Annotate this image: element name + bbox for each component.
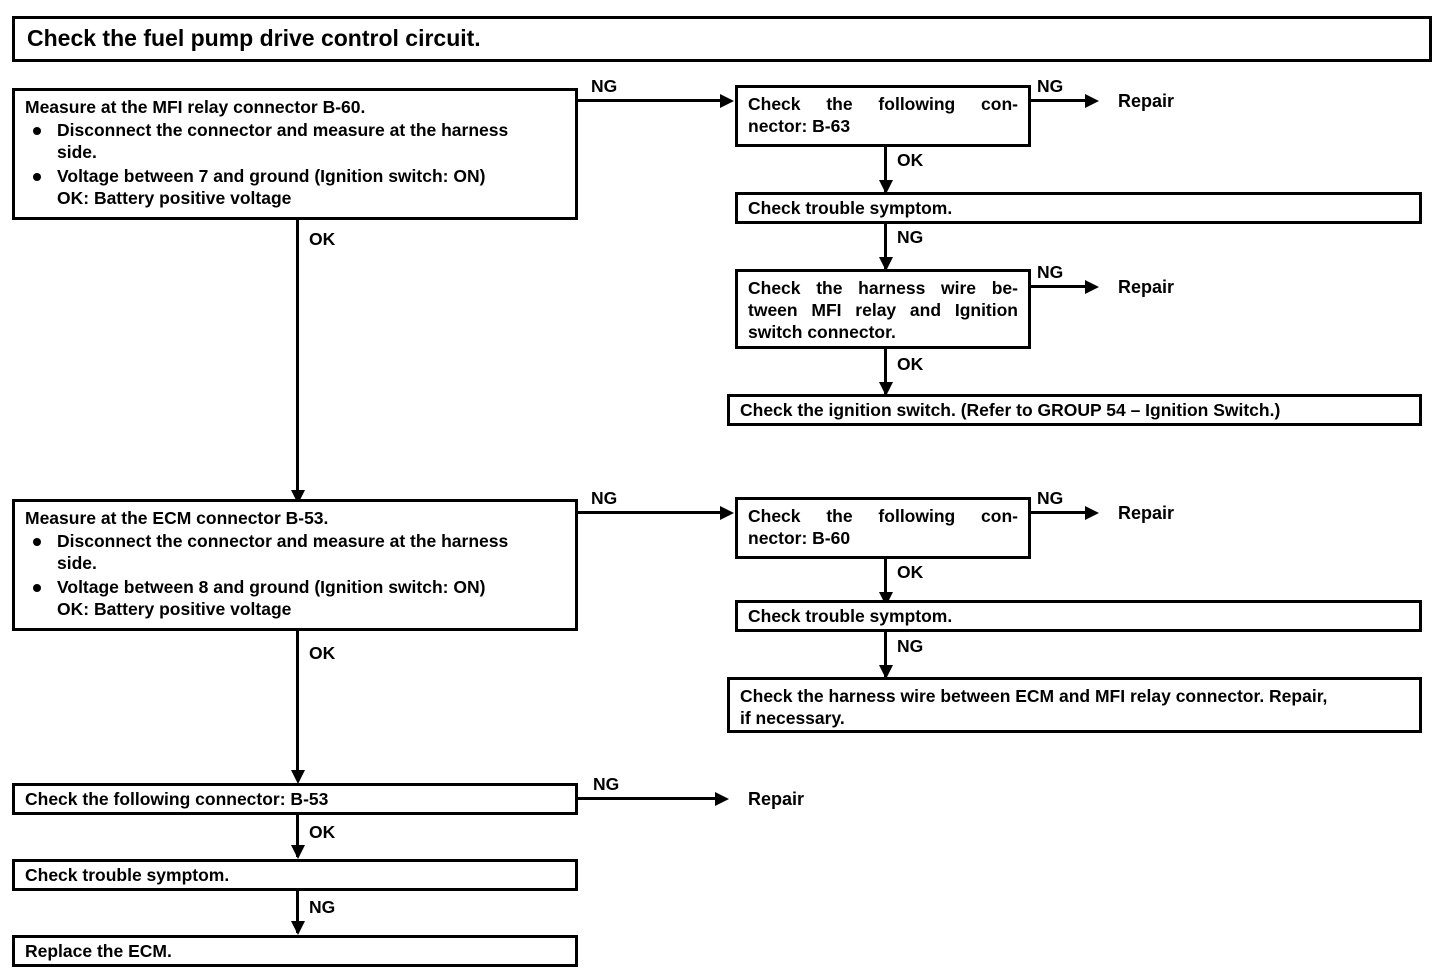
arrowhead-b63-to-repair [1085,93,1099,108]
arrowhead-b63-to-symptom1 [878,180,893,194]
check-connector-b63-line-1: Check the following con- [748,94,1018,114]
bullet-dot-icon [33,127,41,136]
measure-ecm-bullet-2-ok: OK: Battery positive voltage [57,598,292,619]
replace-ecm-text: Replace the ECM. [25,940,172,961]
edge-label-ng-mfi-to-b63: NG [591,76,618,96]
edge-line-symptom3-to-replace [296,891,299,933]
measure-mfi-bullet-1-line-2: side. [57,142,97,163]
edge-label-ok-mfi-to-ecm: OK [309,229,336,249]
check-connector-b53-text: Check the following connector: B-53 [25,788,329,809]
edge-label-ng-b63-to-repair: NG [1037,76,1064,96]
edge-line-b60-to-symptom2 [884,559,887,604]
measure-ecm-heading: Measure at the ECM connector B-53. [25,508,329,528]
edge-label-ok-harness-to-ignition: OK [897,354,924,374]
arrowhead-ecm-to-b60 [720,505,734,520]
arrowhead-b53conn-to-symptom3 [290,845,305,859]
check-connector-b60-line-2: nector: B-60 [748,528,851,549]
edge-line-ecm-to-b60 [578,511,723,514]
node-check-trouble-symptom-2: Check trouble symptom. [735,600,1422,632]
edge-line-mfi-to-ecm [296,220,299,492]
node-check-connector-b53: Check the following connector: B-53 [12,783,578,815]
node-measure-mfi-relay: Measure at the MFI relay connector B-60.… [12,88,578,220]
edge-line-harness-to-repair [1031,285,1093,288]
bullet-dot-icon [33,172,41,181]
terminal-repair-3: Repair [1118,503,1175,523]
edge-label-ok-b53conn-to-symptom3: OK [309,822,336,842]
measure-mfi-bullet-1: Disconnect the connector and measure at … [25,119,565,163]
check-harness-ecm-line-2: if necessary. [740,708,845,729]
check-trouble-symptom-3-text: Check trouble symptom. [25,864,230,885]
node-check-connector-b60: Check the following con- nector: B-60 [735,497,1031,559]
node-check-trouble-symptom-1: Check trouble symptom. [735,192,1422,224]
measure-ecm-bullet-1: Disconnect the connector and measure at … [25,530,565,574]
arrowhead-mfi-to-b63 [720,93,734,108]
edge-label-ng-ecm-to-b60: NG [591,488,618,508]
arrowhead-harness-to-repair [1085,279,1099,294]
node-check-ignition-switch: Check the ignition switch. (Refer to GRO… [727,394,1422,426]
arrowhead-b53conn-to-repair [715,791,729,806]
measure-mfi-bullet-1-line-1: Disconnect the connector and measure at … [57,120,509,141]
node-check-harness-ecm-mfi: Check the harness wire between ECM and M… [727,677,1422,733]
measure-ecm-bullet-1-line-2: side. [57,553,97,574]
edge-line-b63-to-symptom1 [884,147,887,192]
edge-line-b63-to-repair [1031,99,1093,102]
measure-ecm-bullet-2-line-1: Voltage between 8 and ground (Ignition s… [57,576,486,597]
arrowhead-symptom1-to-harness [878,257,893,271]
edge-label-ng-b53conn-to-repair: NG [593,774,620,794]
edge-label-ng-symptom3-to-replace: NG [309,897,336,917]
bullet-dot-icon [33,583,41,592]
edge-line-symptom1-to-harness [884,224,887,269]
edge-line-harness-to-ignition [884,349,887,394]
edge-label-ng-symptom2-to-harness2: NG [897,636,924,656]
edge-line-b53conn-to-repair [578,797,723,800]
measure-ecm-bullet-1-line-1: Disconnect the connector and measure at … [57,531,509,552]
measure-mfi-bullet-2-line-1: Voltage between 7 and ground (Ignition s… [57,165,486,186]
arrowhead-symptom2-to-harness2 [878,665,893,679]
node-replace-ecm: Replace the ECM. [12,935,578,967]
check-harness-mfi-line-1: Check the harness wire be- [748,278,1018,298]
edge-line-mfi-to-b63 [578,99,723,102]
edge-label-ng-symptom1-to-harness: NG [897,227,924,247]
edge-line-ecm-to-b53conn [296,631,299,776]
arrowhead-b60-to-repair [1085,505,1099,520]
terminal-repair-4: Repair [748,789,805,809]
check-connector-b63-line-2: nector: B-63 [748,116,851,137]
edge-label-ok-b63-to-symptom1: OK [897,150,924,170]
edge-line-b53conn-to-symptom3 [296,815,299,857]
bullet-dot-icon [33,538,41,547]
node-check-trouble-symptom-3: Check trouble symptom. [12,859,578,891]
measure-mfi-bullet-2: Voltage between 7 and ground (Ignition s… [25,165,565,209]
arrowhead-ecm-to-b53conn [290,770,305,784]
check-trouble-symptom-2-text: Check trouble symptom. [748,605,953,626]
arrowhead-harness-to-ignition [878,382,893,396]
measure-ecm-bullet-2: Voltage between 8 and ground (Ignition s… [25,576,565,620]
edge-line-symptom2-to-harness2 [884,632,887,677]
node-measure-ecm: Measure at the ECM connector B-53. Disco… [12,499,578,631]
check-ignition-switch-text: Check the ignition switch. (Refer to GRO… [740,399,1281,420]
measure-mfi-heading: Measure at the MFI relay connector B-60. [25,97,366,117]
node-check-harness-mfi-ignition: Check the harness wire be- tween MFI rel… [735,269,1031,349]
check-harness-mfi-line-3: switch connector. [748,322,896,343]
title-box: Check the fuel pump drive control circui… [12,16,1432,62]
check-harness-ecm-line-1: Check the harness wire between ECM and M… [740,686,1328,706]
check-harness-mfi-line-2: tween MFI relay and Ignition [748,300,1018,321]
edge-label-ng-b60-to-repair: NG [1037,488,1064,508]
edge-line-b60-to-repair [1031,511,1093,514]
node-check-connector-b63: Check the following con- nector: B-63 [735,85,1031,147]
page-title: Check the fuel pump drive control circui… [27,25,481,52]
terminal-repair-1: Repair [1118,91,1175,111]
edge-label-ok-b60-to-symptom2: OK [897,562,924,582]
check-trouble-symptom-1-text: Check trouble symptom. [748,197,953,218]
edge-label-ng-harness-to-repair: NG [1037,262,1064,282]
arrowhead-symptom3-to-replace [290,921,305,935]
edge-label-ok-ecm-to-b53conn: OK [309,643,336,663]
check-connector-b60-line-1: Check the following con- [748,506,1018,526]
measure-mfi-bullet-2-ok: OK: Battery positive voltage [57,187,292,208]
terminal-repair-2: Repair [1118,277,1175,297]
